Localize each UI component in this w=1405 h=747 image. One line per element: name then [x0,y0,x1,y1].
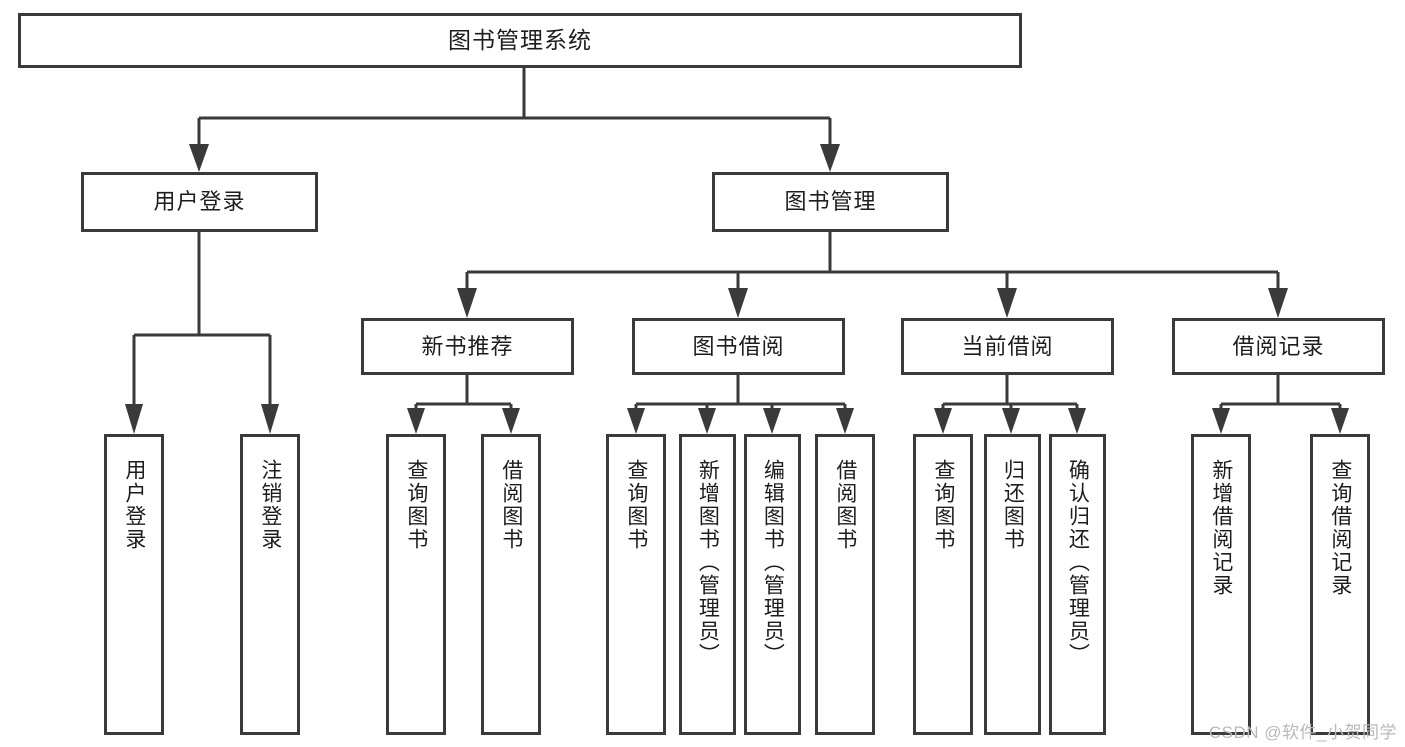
arrow-bm-c4 [1268,288,1288,318]
arrow-root-to-book-manage [820,144,840,172]
leaf-borrow-book-1-label: 借阅图书 [499,459,523,551]
arrow-root-to-user-login [189,144,209,172]
leaf-logout-label: 注销登录 [258,459,282,551]
arrow-newbook-l1 [407,408,425,434]
leaf-query-book-3-label: 查询图书 [931,459,955,551]
leaf-query-book-1[interactable]: 查询图书 [386,434,446,735]
leaf-query-book-1-label: 查询图书 [404,459,428,551]
leaf-confirm-return-label: 确认归还（管理员） [1066,459,1090,666]
arrow-bb-l2 [698,408,716,434]
node-root-label: 图书管理系统 [448,27,592,53]
arrow-cb-l2 [1002,408,1020,434]
node-book-manage-label: 图书管理 [784,189,877,214]
leaf-add-record-label: 新增借阅记录 [1209,459,1233,597]
node-new-book-recommend[interactable]: 新书推荐 [361,318,574,375]
node-user-login[interactable]: 用户登录 [81,172,318,232]
leaf-logout[interactable]: 注销登录 [240,434,300,735]
arrow-bb-l3 [763,408,781,434]
leaf-return-book[interactable]: 归还图书 [984,434,1041,735]
arrow-cb-l3 [1068,408,1086,434]
arrow-bm-c1 [457,288,477,318]
arrow-userlogin-l2 [261,404,279,434]
node-borrow-record[interactable]: 借阅记录 [1172,318,1385,375]
leaf-return-book-label: 归还图书 [1001,459,1025,551]
arrow-rec-l1 [1212,408,1230,434]
arrow-bb-l4 [836,408,854,434]
arrow-bb-l1 [627,408,645,434]
node-root[interactable]: 图书管理系统 [18,13,1022,68]
node-user-login-label: 用户登录 [153,189,246,214]
node-book-borrow-label: 图书借阅 [692,333,785,359]
leaf-add-book-label: 新增图书（管理员） [696,459,720,666]
leaf-query-record-label: 查询借阅记录 [1328,459,1352,597]
leaf-query-record[interactable]: 查询借阅记录 [1310,434,1370,735]
node-current-borrow-label: 当前借阅 [961,333,1054,359]
arrow-bm-c2 [728,288,748,318]
arrow-bm-c3 [997,288,1017,318]
leaf-edit-book[interactable]: 编辑图书（管理员） [744,434,801,735]
arrow-newbook-l2 [502,408,520,434]
node-book-manage[interactable]: 图书管理 [712,172,949,232]
node-borrow-record-label: 借阅记录 [1232,333,1325,359]
leaf-borrow-book-1[interactable]: 借阅图书 [481,434,541,735]
arrow-rec-l2 [1331,408,1349,434]
arrow-userlogin-l1 [125,404,143,434]
leaf-query-book-3[interactable]: 查询图书 [913,434,973,735]
leaf-confirm-return[interactable]: 确认归还（管理员） [1049,434,1106,735]
leaf-add-book[interactable]: 新增图书（管理员） [679,434,736,735]
node-book-borrow[interactable]: 图书借阅 [632,318,845,375]
leaf-add-record[interactable]: 新增借阅记录 [1191,434,1251,735]
leaf-edit-book-label: 编辑图书（管理员） [761,459,785,666]
leaf-borrow-book-2[interactable]: 借阅图书 [815,434,875,735]
leaf-query-book-2[interactable]: 查询图书 [606,434,666,735]
node-new-book-recommend-label: 新书推荐 [421,333,514,359]
leaf-query-book-2-label: 查询图书 [624,459,648,551]
arrow-cb-l1 [934,408,952,434]
leaf-user-login[interactable]: 用户登录 [104,434,164,735]
node-current-borrow[interactable]: 当前借阅 [901,318,1114,375]
csdn-watermark: CSDN @软件_小贺同学 [1208,723,1397,742]
leaf-user-login-label: 用户登录 [122,459,146,551]
leaf-borrow-book-2-label: 借阅图书 [833,459,857,551]
